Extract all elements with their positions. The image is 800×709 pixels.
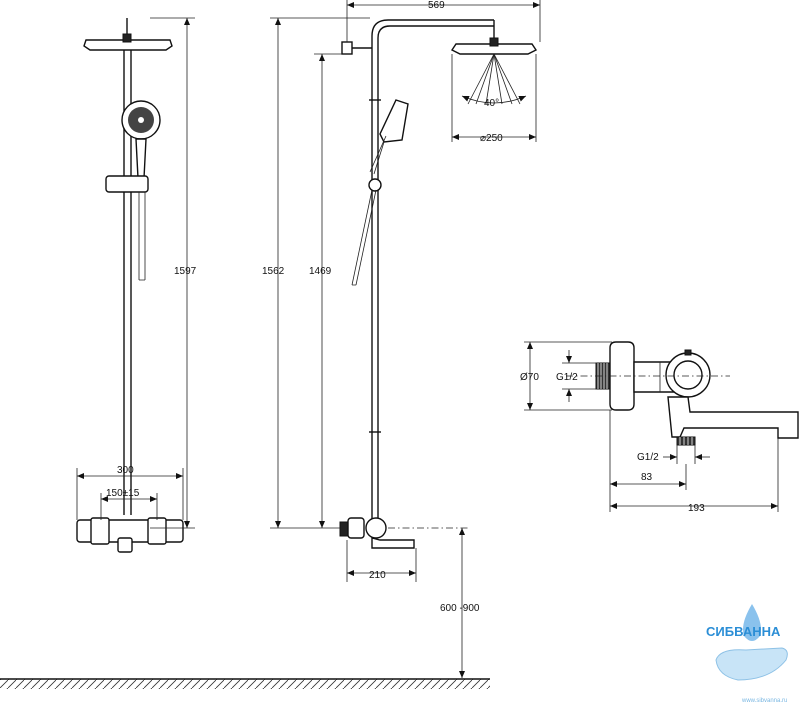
dim-1597: 1597 bbox=[174, 266, 197, 277]
watermark-url: www.sibvanna.ru bbox=[741, 698, 787, 704]
escutcheon bbox=[609, 341, 635, 411]
watermark-brand: СИБВАННА bbox=[706, 624, 781, 639]
dim-600-900: 600 -900 bbox=[440, 603, 480, 614]
thermostatic-mixer-side bbox=[339, 517, 415, 549]
mixer-detail-view: Ø70 G1/2 G1/2 83 193 bbox=[520, 341, 799, 514]
hand-shower-side bbox=[369, 99, 409, 175]
wall-bracket-top bbox=[341, 41, 353, 55]
overhead-shower-head-front bbox=[83, 39, 173, 51]
bath-spout bbox=[667, 396, 799, 439]
slide-holder-front bbox=[105, 175, 149, 193]
thermostatic-mixer-front bbox=[76, 517, 184, 553]
dim-83: 83 bbox=[641, 472, 653, 483]
floor-line bbox=[0, 678, 490, 689]
dim-150: 150±15 bbox=[106, 488, 140, 499]
dim-1562: 1562 bbox=[262, 266, 285, 277]
side-view: 40° ⌀250 569 1 bbox=[262, 0, 541, 678]
watermark-logo: СИБВАННА www.sibvanna.ru bbox=[706, 604, 788, 704]
hand-shower-front bbox=[121, 100, 161, 179]
bathtub-icon bbox=[715, 647, 788, 681]
slide-holder-side bbox=[368, 178, 382, 192]
dim-spray-angle: 40° bbox=[484, 98, 499, 109]
dim-569: 569 bbox=[428, 0, 445, 11]
dim-diameter-70: Ø70 bbox=[520, 372, 539, 383]
dim-diameter-250: ⌀250 bbox=[480, 133, 503, 144]
water-drop-icon bbox=[743, 604, 761, 641]
dim-1469: 1469 bbox=[309, 266, 332, 277]
overhead-shower-head-side bbox=[450, 43, 538, 55]
dim-193: 193 bbox=[688, 503, 705, 514]
g12-outlet bbox=[676, 436, 696, 446]
dim-g12-outlet: G1/2 bbox=[637, 452, 659, 463]
dim-300: 300 bbox=[117, 465, 134, 476]
dim-210: 210 bbox=[369, 570, 386, 581]
front-view: 1597 300 150±15 bbox=[76, 17, 197, 553]
dim-g12-inlet: G1/2 bbox=[556, 372, 578, 383]
